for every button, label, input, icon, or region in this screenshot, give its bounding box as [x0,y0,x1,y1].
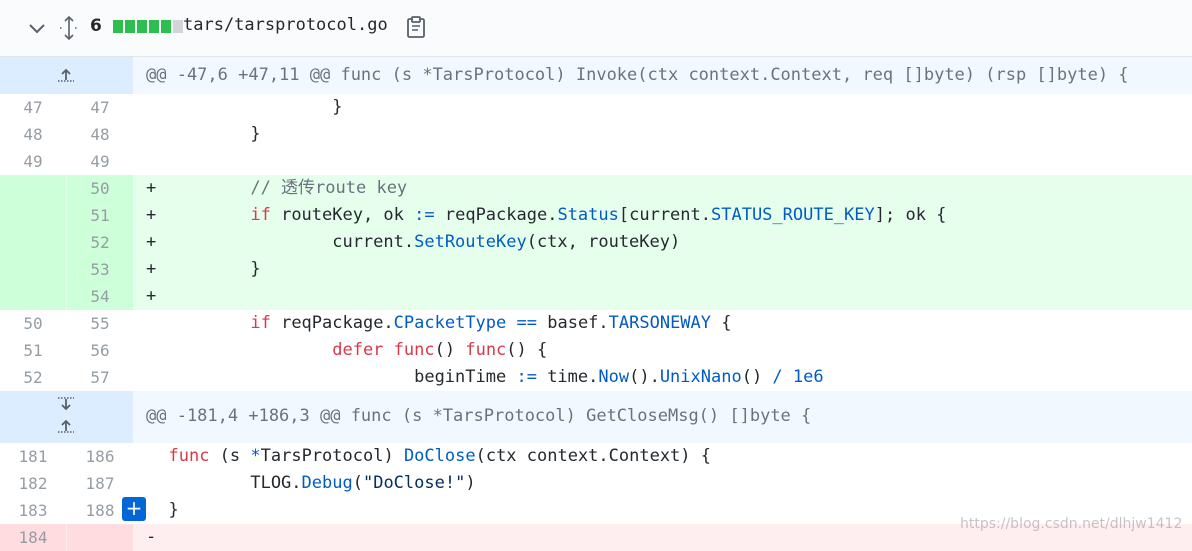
hunk-header-text: @@ -181,4 +186,3 @@ func (s *TarsProtoco… [146,406,812,426]
new-line-number[interactable]: 188 [85,501,115,520]
diff-line: 182 187 TLOG.Debug("DoClose!") [0,470,1192,497]
diff-line: 52 + current.SetRouteKey(ctx, routeKey) [0,229,1192,256]
diff-line: 48 48 } [0,121,1192,148]
old-line-number[interactable] [0,229,66,256]
diff-sign: + [146,205,157,225]
diff-sign: + [146,259,157,279]
code-line: // 透传route key [148,178,408,198]
code-line [148,283,168,310]
diff-sign: + [146,178,157,198]
new-line-number[interactable]: 53 [67,256,133,283]
diff-line: 50 + // 透传route key [0,175,1192,202]
new-line-number[interactable]: 56 [90,341,110,360]
code-line: if reqPackage.CPacketType == basef.TARSO… [250,313,732,333]
diffstat-block [125,20,135,33]
expand-gutter[interactable] [0,391,133,443]
diff-sign: + [146,286,157,306]
diff-line: 47 47 } [0,94,1192,121]
old-line-number[interactable]: 182 [18,474,48,493]
diff-line: 53 + } [0,256,1192,283]
hunk-header: @@ -181,4 +186,3 @@ func (s *TarsProtoco… [0,391,1192,443]
code-line: if routeKey, ok := reqPackage.Status[cur… [250,205,947,225]
new-line-number[interactable]: 49 [90,152,110,171]
diff-line: 52 57 beginTime := time.Now().UnixNano() … [0,364,1192,391]
code-line: defer func() func() { [332,340,548,360]
old-line-number[interactable] [0,256,66,283]
old-line-number[interactable]: 50 [23,314,43,333]
code-line: beginTime := time.Now().UnixNano() / 1e6 [148,367,824,387]
new-line-number[interactable]: 51 [67,202,133,229]
code-line: current.SetRouteKey(ctx, routeKey) [148,232,681,252]
diffstat-block [161,20,171,33]
watermark: https://blog.csdn.net/dlhjw1412 [960,516,1183,532]
new-line-number[interactable]: 55 [90,314,110,333]
chevron-down-icon[interactable] [26,17,48,39]
new-line-number[interactable]: 187 [85,474,115,493]
new-line-number[interactable]: 50 [67,175,133,202]
new-line-number[interactable]: 47 [90,98,110,117]
new-line-number[interactable]: 57 [90,368,110,387]
old-line-number[interactable]: 183 [18,501,48,520]
expand-down-icon[interactable] [57,396,75,412]
file-name[interactable]: tars/tarsprotocol.go [183,15,388,35]
diffstat [113,20,183,34]
old-line-number[interactable]: 181 [18,447,48,466]
code-line [148,148,168,175]
diff-line: 181 186 func (s *TarsProtocol) DoClose(ct… [0,443,1192,470]
old-line-number[interactable]: 47 [23,98,43,117]
diffstat-block [149,20,159,33]
code-line: } [148,259,261,279]
new-line-number[interactable]: 54 [67,283,133,310]
diff-line: 51 + if routeKey, ok := reqPackage.Status… [0,202,1192,229]
old-line-number[interactable] [0,202,66,229]
expand-up-icon[interactable] [57,67,75,83]
code-line: } [148,97,343,117]
expand-up-icon[interactable] [57,418,75,434]
code-line: } [148,124,261,144]
old-line-number[interactable]: 184 [0,524,66,551]
diff-line: 51 56 defer func() func() { [0,337,1192,364]
code-line: TLOG.Debug("DoClose!") [148,473,476,493]
hunk-header: @@ -47,6 +47,11 @@ func (s *TarsProtocol… [0,57,1192,94]
diffstat-block [173,20,183,33]
old-line-number[interactable]: 51 [23,341,43,360]
old-line-number[interactable] [0,283,66,310]
changes-count: 6 [90,16,102,36]
old-line-number[interactable]: 52 [23,368,43,387]
new-line-number[interactable] [67,524,133,551]
new-line-number[interactable]: 52 [67,229,133,256]
diffstat-block [137,20,147,33]
hunk-header-text: @@ -47,6 +47,11 @@ func (s *TarsProtocol… [146,65,1129,85]
diff-line: 54 + [0,283,1192,310]
diff-sign: + [146,232,157,252]
code-line: func (s *TarsProtocol) DoClose(ctx conte… [168,446,711,466]
old-line-number[interactable]: 49 [23,152,43,171]
add-comment-button[interactable]: + [122,497,146,521]
copy-clipboard-icon[interactable] [405,15,427,39]
new-line-number[interactable]: 186 [85,447,115,466]
old-line-number[interactable]: 48 [23,125,43,144]
file-header: 6 tars/tarsprotocol.go [0,0,1192,57]
diff-line: 50 55 if reqPackage.CPacketType == basef.… [0,310,1192,337]
code-line: } [148,500,179,520]
diffstat-block [113,20,123,33]
expand-gutter[interactable] [0,57,133,94]
new-line-number[interactable]: 48 [90,125,110,144]
diff-line: 49 49 [0,148,1192,175]
code-line [148,524,168,551]
diff-sign: - [146,527,157,547]
old-line-number[interactable] [0,175,66,202]
expand-all-icon[interactable] [58,15,80,41]
diff-line: 183 188 } [0,497,1192,524]
